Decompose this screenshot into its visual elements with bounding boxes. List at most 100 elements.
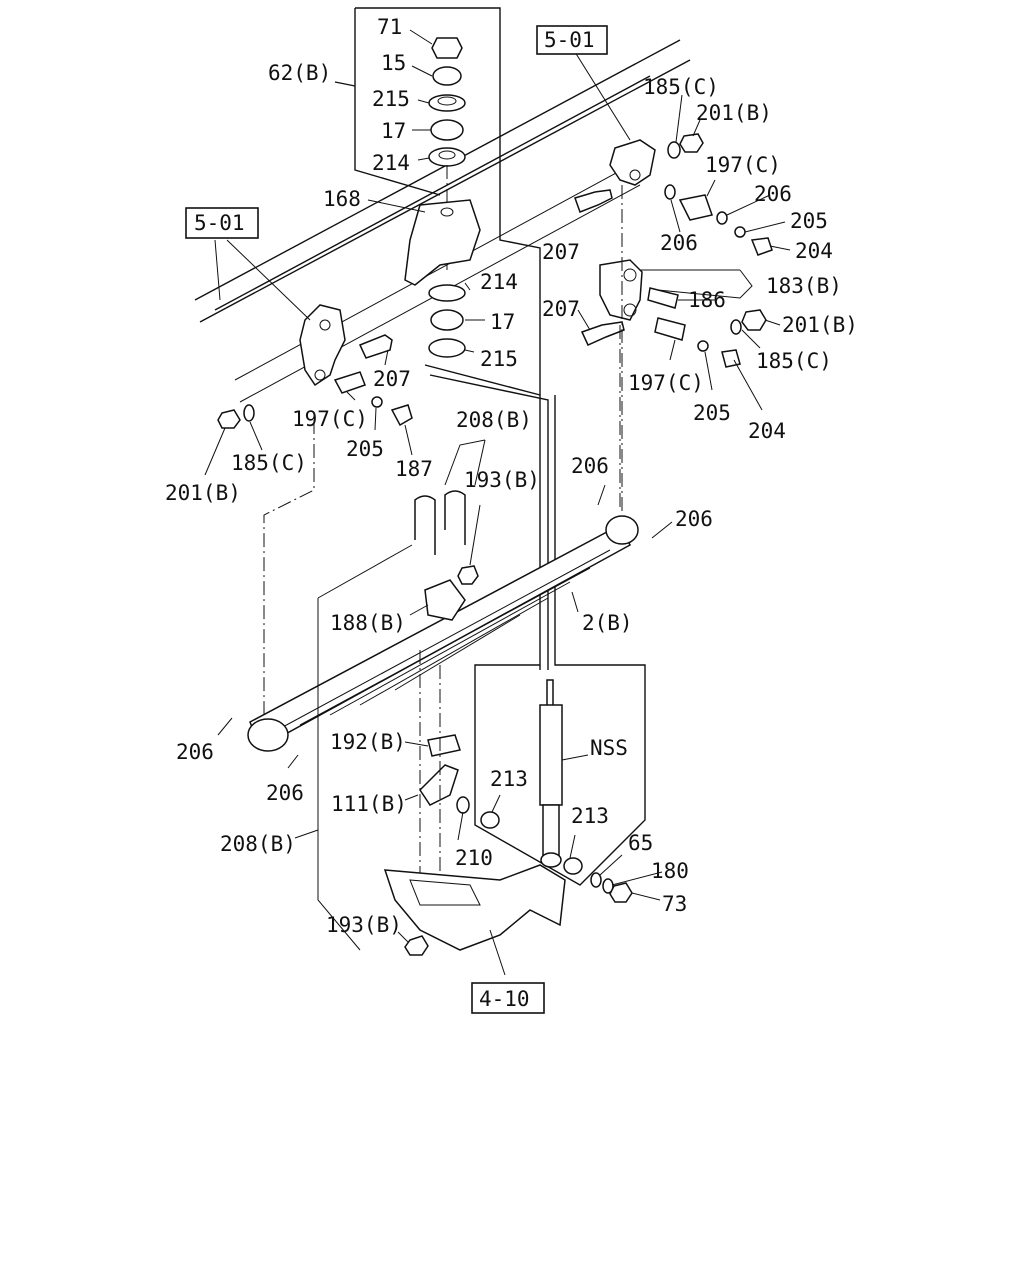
section-ref-left-text: 5-01: [194, 211, 245, 235]
stack-nut-15: [432, 66, 462, 86]
callout-204-top[interactable]: 204: [795, 239, 833, 263]
callout-192b[interactable]: 192(B): [330, 730, 406, 754]
callout-215[interactable]: 215: [372, 87, 410, 111]
callout-197c-left[interactable]: 197(C): [292, 407, 368, 431]
nut-193b-bottom: [404, 935, 429, 956]
callout-73[interactable]: 73: [662, 892, 687, 916]
callout-204-right[interactable]: 204: [748, 419, 786, 443]
bracket-168: [404, 199, 481, 286]
callout-185c-left[interactable]: 185(C): [231, 451, 307, 475]
nut-201b-right-top: [679, 133, 704, 153]
callout-206-top[interactable]: 206: [754, 182, 792, 206]
callout-197c-top[interactable]: 197(C): [705, 153, 781, 177]
grease-187: [390, 404, 413, 427]
callout-193b-top[interactable]: 193(B): [464, 468, 540, 492]
washer-185c-left: [243, 404, 255, 422]
callout-214b[interactable]: 214: [480, 270, 518, 294]
washer-185c-right-top: [667, 141, 681, 159]
rear-hanger-bracket: [609, 139, 656, 186]
callout-207-right[interactable]: 207: [542, 297, 580, 321]
shock-absorber-nss: [539, 679, 563, 868]
fitting-204-right: [721, 349, 741, 368]
callout-215b[interactable]: 215: [480, 347, 518, 371]
callout-180[interactable]: 180: [651, 859, 689, 883]
washer-65: [590, 872, 602, 888]
washer-206-b: [716, 211, 728, 225]
bracket-111b: [419, 764, 459, 806]
callout-17b[interactable]: 17: [490, 310, 515, 334]
section-ref-bottom-text: 4-10: [479, 987, 530, 1011]
callout-205-right[interactable]: 205: [693, 401, 731, 425]
callout-206-spring-left[interactable]: 206: [176, 740, 214, 764]
fitting-204-right-top: [750, 237, 773, 256]
axle-beam: [383, 864, 566, 951]
section-ref-left[interactable]: 5-01: [185, 207, 259, 239]
callout-207-top[interactable]: 207: [542, 240, 580, 264]
stack-bushing-214b: [428, 284, 466, 302]
callout-111b[interactable]: 111(B): [331, 792, 407, 816]
callout-210[interactable]: 210: [455, 846, 493, 870]
washer-185c-right: [730, 319, 742, 335]
callout-201b-top[interactable]: 201(B): [696, 101, 772, 125]
callout-213-right[interactable]: 213: [571, 804, 609, 828]
callout-214[interactable]: 214: [372, 151, 410, 175]
callout-213-left[interactable]: 213: [490, 767, 528, 791]
washer-180: [602, 878, 614, 894]
pin-197c-right: [654, 317, 686, 341]
callout-208b-bottom[interactable]: 208(B): [220, 832, 296, 856]
callout-183b[interactable]: 183(B): [766, 274, 842, 298]
washer-206-a: [664, 184, 676, 200]
washer-210: [456, 796, 470, 814]
leaf-spring-2b: [247, 515, 639, 752]
callout-188b[interactable]: 188(B): [330, 611, 406, 635]
stack-bushing-215a: [428, 94, 466, 112]
fitting-205-left: [371, 396, 383, 408]
callout-71[interactable]: 71: [377, 15, 402, 39]
callout-labels: 71 15 215 17 214 62(B) 168 214 17 215 18…: [165, 15, 858, 937]
callout-207-left[interactable]: 207: [373, 367, 411, 391]
section-ref-bottom[interactable]: 4-10: [471, 982, 545, 1014]
callout-185c-right[interactable]: 185(C): [756, 349, 832, 373]
callout-206-mid[interactable]: 206: [660, 231, 698, 255]
shackle-183b: [599, 259, 643, 321]
callout-197c-right[interactable]: 197(C): [628, 371, 704, 395]
callout-168[interactable]: 168: [323, 187, 361, 211]
stack-nut-71: [431, 37, 463, 59]
callout-205-left[interactable]: 205: [346, 437, 384, 461]
callout-65[interactable]: 65: [628, 831, 653, 855]
stack-bushing-214a: [428, 147, 466, 167]
callout-62b[interactable]: 62(B): [268, 61, 331, 85]
callout-185c-top[interactable]: 185(C): [643, 75, 719, 99]
callout-17[interactable]: 17: [381, 119, 406, 143]
u-bolt-208b: [414, 490, 466, 555]
callout-201b-right[interactable]: 201(B): [782, 313, 858, 337]
front-hanger-bracket: [299, 304, 346, 387]
stack-bushing-215b: [428, 338, 466, 358]
section-ref-top-text: 5-01: [544, 28, 595, 52]
fitting-205-right-top: [734, 226, 746, 238]
stack-bushing-17b: [430, 309, 464, 331]
callout-206-spring-right[interactable]: 206: [675, 507, 713, 531]
callout-193b-bottom[interactable]: 193(B): [326, 913, 402, 937]
callout-2b[interactable]: 2(B): [582, 611, 633, 635]
bumper-188b: [424, 579, 466, 621]
callout-nss[interactable]: NSS: [590, 736, 628, 760]
nut-201b-left: [217, 409, 241, 429]
fitting-205-right: [697, 340, 709, 352]
section-ref-top[interactable]: 5-01: [536, 25, 608, 55]
callout-201b-left[interactable]: 201(B): [165, 481, 241, 505]
callout-15[interactable]: 15: [381, 51, 406, 75]
callout-206-spring-top[interactable]: 206: [571, 454, 609, 478]
pin-186: [647, 287, 679, 309]
callout-206-spring-bottom[interactable]: 206: [266, 781, 304, 805]
alignment-lines: [263, 185, 623, 976]
callout-205-top[interactable]: 205: [790, 209, 828, 233]
callout-186[interactable]: 186: [688, 288, 726, 312]
nut-73: [609, 882, 633, 903]
mount-kit-bracket-outline: [334, 7, 541, 395]
pin-197c-right-top: [678, 194, 713, 221]
callout-208b-top[interactable]: 208(B): [456, 408, 532, 432]
callout-187[interactable]: 187: [395, 457, 433, 481]
